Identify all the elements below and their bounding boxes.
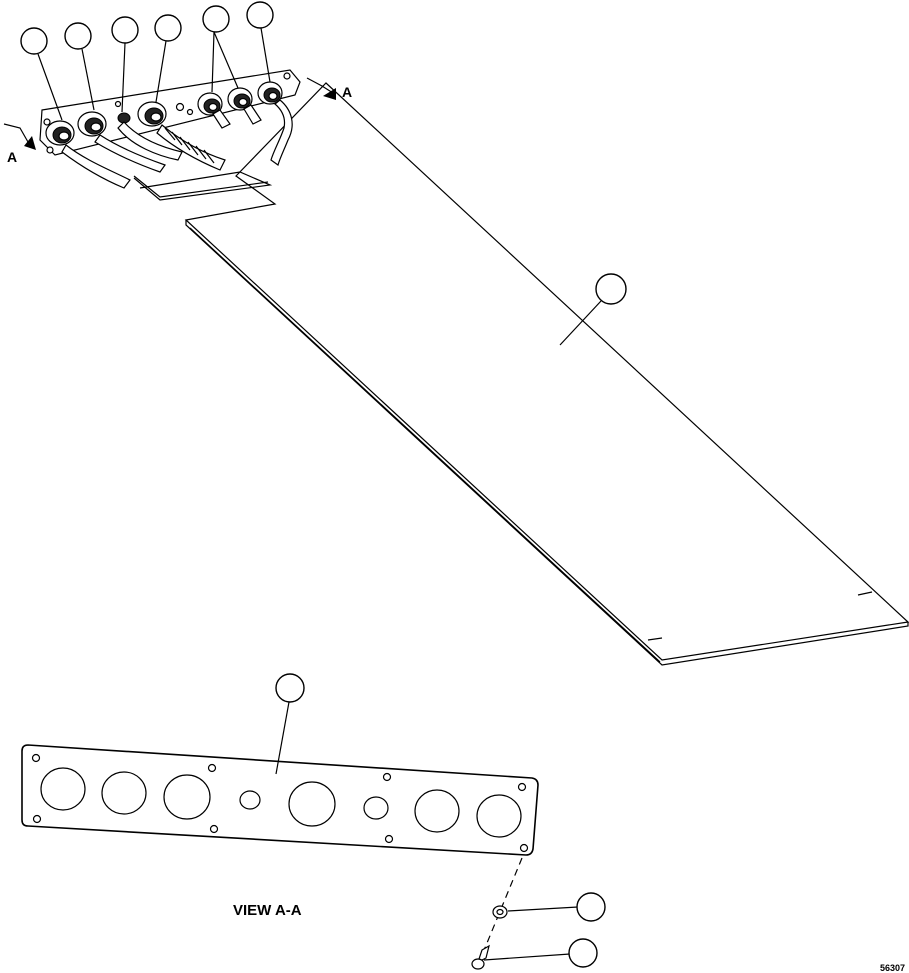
figure-number: 56307: [880, 963, 905, 973]
connector-3: [117, 112, 183, 161]
callout-2: [64, 22, 95, 111]
hardware-dashed-line: [479, 857, 523, 961]
connector-6: [257, 81, 293, 166]
connector-1: [45, 120, 131, 189]
callout-8: [275, 673, 305, 775]
callout-1: [20, 27, 63, 121]
screw: [471, 944, 490, 970]
washer: [492, 905, 508, 919]
connector-2: [77, 111, 166, 173]
connector-4: [137, 101, 226, 171]
view-a-a-plate: [21, 744, 539, 856]
mounting-bracket: [133, 171, 273, 201]
section-label-right: A: [342, 84, 352, 100]
callout-3: [111, 16, 139, 113]
section-label-left: A: [7, 149, 17, 165]
callout-9: [507, 892, 606, 922]
callout-7: [559, 273, 627, 346]
connector-5a: [197, 92, 231, 129]
section-arrow-left: A: [3, 123, 36, 165]
callout-6: [246, 1, 274, 83]
callout-5: [202, 5, 239, 93]
callout-4: [154, 14, 182, 103]
view-label: VIEW A-A: [233, 902, 302, 919]
section-arrow-right: A: [306, 77, 352, 100]
connector-5b: [227, 87, 262, 125]
callout-10: [483, 938, 598, 968]
panel-sheet: [184, 82, 909, 666]
